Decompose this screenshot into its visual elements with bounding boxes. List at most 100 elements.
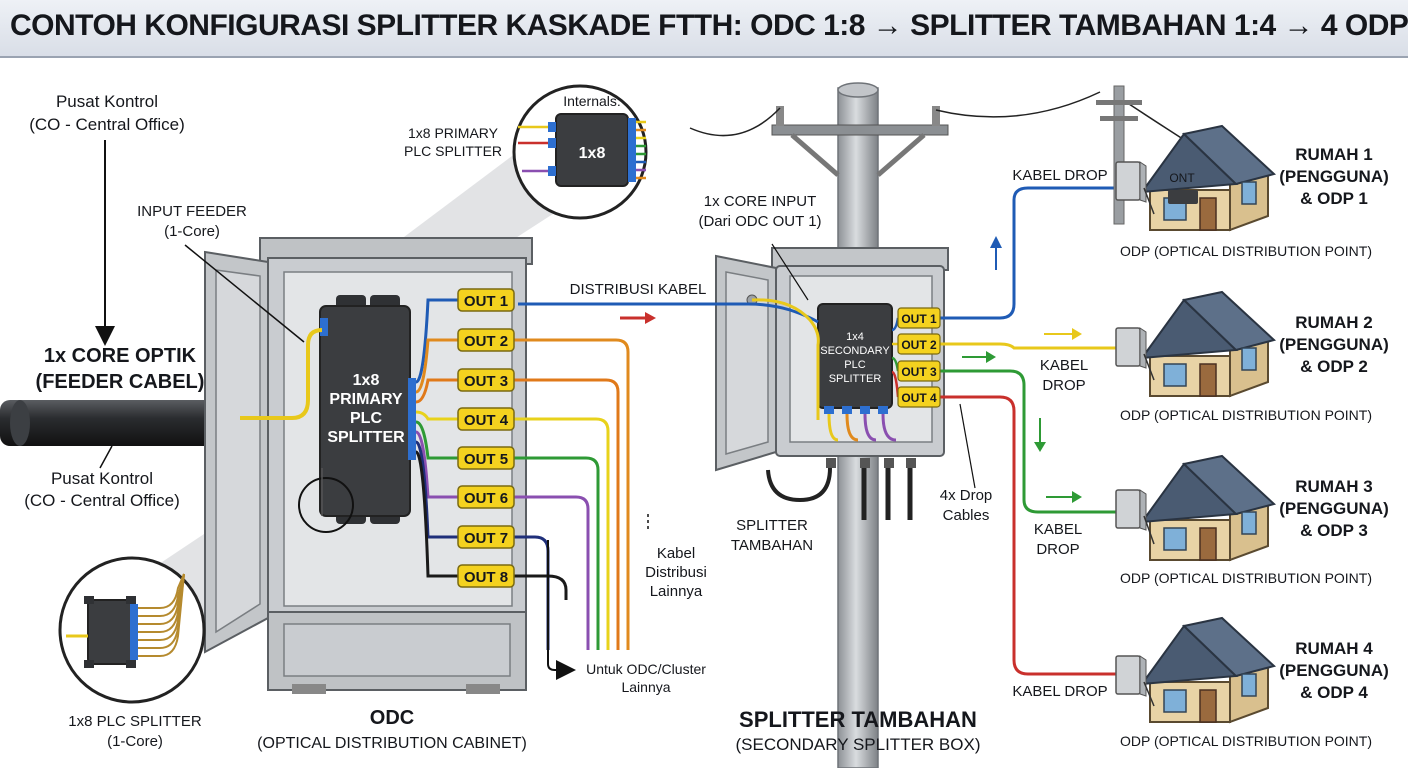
house3-line3: & ODP 3 — [1300, 521, 1368, 540]
plc-inset-line2: (1-Core) — [107, 733, 163, 750]
secondary-full-name: (SECONDARY SPLITTER BOX) — [736, 735, 981, 754]
secondary-out-4-tag: OUT 4 — [897, 386, 941, 408]
odc-out-5-label: OUT 5 — [464, 451, 508, 468]
drop-cable-2 — [938, 342, 1116, 350]
secondary-out-4-label: OUT 4 — [901, 391, 937, 405]
odc-output-cable-2 — [512, 338, 630, 650]
inset-caption-line1: 1x8 PRIMARY — [408, 125, 499, 141]
direction-arrows — [962, 236, 1082, 503]
secondary-input-line1: 1x CORE INPUT — [704, 193, 817, 210]
secondary-splitter-line3: PLC — [844, 359, 865, 371]
secondary-tail-1 — [827, 413, 839, 442]
secondary-out-3-label: OUT 3 — [901, 365, 937, 379]
odc-internal-fiber-3 — [415, 378, 458, 404]
odc-internal-fiber-2 — [415, 338, 458, 394]
house-3 — [1115, 454, 1277, 562]
house1-line1: RUMAH 1 — [1295, 145, 1372, 164]
house2-odp: ODP (OPTICAL DISTRIBUTION POINT) — [1120, 407, 1372, 423]
drop-cables-leader — [959, 403, 976, 489]
inset-caption-line2: PLC SPLITTER — [404, 143, 502, 159]
secondary-input-line2: (Dari ODC OUT 1) — [698, 213, 821, 230]
feeder-line2: (FEEDER CABEL) — [36, 371, 205, 393]
odc-splitter-line3: PLC — [350, 410, 382, 427]
house3-line2: (PENGGUNA) — [1279, 499, 1389, 518]
title-bar: CONTOH KONFIGURASI SPLITTER KASKADE FTTH… — [0, 0, 1408, 58]
other-cables-line3: Lainnya — [650, 583, 703, 600]
secondary-out-2-label: OUT 2 — [901, 338, 937, 352]
drop-cable-1 — [938, 186, 1116, 320]
odc-out-5-tag: OUT 5 — [457, 446, 515, 470]
other-cables-line2: Distribusi — [645, 564, 707, 581]
house2-line3: & ODP 2 — [1300, 357, 1368, 376]
odc-output-cable-5 — [512, 456, 600, 650]
other-odc-line1: Untuk ODC/Cluster — [586, 661, 706, 677]
secondary-input-fiber — [751, 298, 820, 420]
primary-inset — [512, 84, 648, 220]
odp-box-3 — [1115, 489, 1141, 529]
co-bottom-line1: Pusat Kontrol — [51, 469, 153, 488]
odc-out-7-tag: OUT 7 — [457, 525, 515, 549]
odc-internal-fiber-5 — [415, 420, 458, 460]
ont-device — [1168, 190, 1198, 204]
secondary-tail-4 — [881, 413, 897, 442]
odc-output-cable-4 — [512, 417, 610, 650]
house1-drop-label: KABEL DROP — [1012, 167, 1107, 184]
plc-inset-fiber-4 — [138, 573, 185, 633]
plc-inset-line1: 1x8 PLC SPLITTER — [68, 713, 202, 730]
link-odc-to-secondary — [518, 302, 819, 324]
co-bottom-leader — [99, 445, 113, 469]
co-top-line2: (CO - Central Office) — [29, 115, 185, 134]
odc-primary-splitter — [319, 295, 416, 524]
house1-line3: & ODP 1 — [1300, 189, 1368, 208]
input-feeder-leader — [184, 244, 305, 343]
drop-cables-line1: 4x Drop — [940, 487, 993, 504]
plc-inset-fiber-2 — [138, 573, 185, 617]
odc-out-7-label: OUT 7 — [464, 530, 508, 547]
input-feeder-fiber — [240, 328, 323, 420]
plc-inset-fiber-7 — [138, 573, 185, 657]
co-bottom-line2: (CO - Central Office) — [24, 491, 180, 510]
page-title: CONTOH KONFIGURASI SPLITTER KASKADE FTTH… — [10, 9, 1408, 42]
odp-box-1 — [1115, 161, 1141, 201]
odc-internal-fiber-4 — [415, 410, 458, 421]
secondary-splitter-line1: 1x4 — [846, 331, 864, 343]
other-odc-arrow — [547, 540, 576, 680]
odc-out-4-label: OUT 4 — [464, 412, 509, 429]
house3-line1: RUMAH 3 — [1295, 477, 1372, 496]
odc-out-2-tag: OUT 2 — [457, 328, 515, 352]
house4-drop-label: KABEL DROP — [1012, 683, 1107, 700]
input-feeder-line2: (1-Core) — [164, 223, 220, 240]
odc-out-6-label: OUT 6 — [464, 490, 508, 507]
odc-out-6-tag: OUT 6 — [457, 485, 515, 509]
distribution-arrow-head — [645, 312, 656, 324]
odc-out-1-label: OUT 1 — [464, 293, 508, 310]
house2-drop-line2: DROP — [1042, 377, 1085, 394]
odc-splitter-line2: PRIMARY — [329, 391, 403, 408]
house2-drop-line1: KABEL — [1040, 357, 1088, 374]
odc-zoom-circle — [298, 477, 354, 533]
other-odc-line2: Lainnya — [621, 679, 670, 695]
house3-drop-line2: DROP — [1036, 541, 1079, 558]
odc-name: ODC — [370, 707, 414, 729]
drop-cable-4 — [938, 395, 1116, 676]
drop-cable-3 — [938, 369, 1116, 514]
house2-line1: RUMAH 2 — [1295, 313, 1372, 332]
secondary-name: SPLITTER TAMBAHAN — [739, 707, 977, 732]
secondary-splitter-line4: SPLITTER — [829, 373, 882, 385]
odc-full-name: (OPTICAL DISTRIBUTION CABINET) — [257, 735, 527, 752]
house3-odp: ODP (OPTICAL DISTRIBUTION POINT) — [1120, 570, 1372, 586]
odc-out-4-tag: OUT 4 — [457, 407, 515, 431]
odp-box-2 — [1115, 327, 1141, 367]
secondary-out-3-tag: OUT 3 — [897, 360, 941, 382]
house2-line2: (PENGGUNA) — [1279, 335, 1389, 354]
secondary-tail-2 — [845, 413, 859, 442]
inset-chip-label: 1x8 — [579, 145, 606, 162]
odp-box-4 — [1115, 655, 1141, 695]
house1-line2: (PENGGUNA) — [1279, 167, 1389, 186]
odc-splitter-line1: 1x8 — [353, 372, 380, 389]
plc-inset — [58, 556, 206, 704]
secondary-splitter-ports — [824, 406, 888, 414]
odc-out-8-tag: OUT 8 — [457, 564, 515, 588]
inset-internals-label: Internals: — [563, 93, 621, 109]
